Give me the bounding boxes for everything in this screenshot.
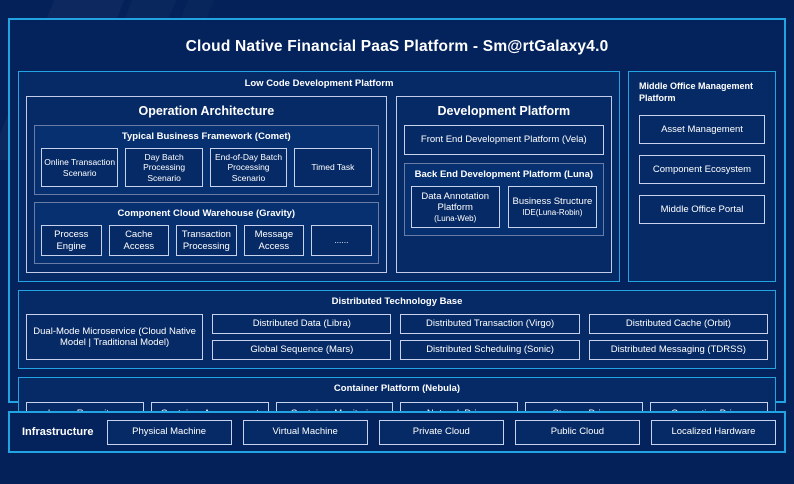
page-title: Cloud Native Financial PaaS Platform - S… — [185, 38, 609, 55]
infrastructure-item[interactable]: Virtual Machine — [242, 419, 368, 445]
back-end-item-name: Business Structure — [512, 196, 593, 208]
framework-item[interactable]: Day Batch Processing Scenario — [125, 148, 203, 188]
back-end-item-sub: IDE(Luna-Robin) — [522, 207, 583, 217]
component-warehouse-items: Process Engine Cache Access Transaction … — [41, 225, 372, 257]
distributed-services-grid: Distributed Data (Libra) Distributed Tra… — [212, 314, 769, 361]
distributed-technology-base-panel: Distributed Technology Base Dual-Mode Mi… — [18, 290, 776, 370]
business-framework-items: Online Transaction Scenario Day Batch Pr… — [41, 148, 372, 188]
back-end-item[interactable]: Business Structure IDE(Luna-Robin) — [507, 186, 597, 228]
typical-business-framework-panel: Typical Business Framework (Comet) Onlin… — [34, 125, 379, 196]
infrastructure-item[interactable]: Physical Machine — [106, 419, 232, 445]
back-end-items: Data Annotation Platform (Luna-Web) Busi… — [410, 186, 597, 228]
distributed-service-item[interactable]: Global Sequence (Mars) — [212, 340, 392, 361]
diagram-body: Low Code Development Platform Operation … — [10, 71, 784, 442]
platform-diagram-frame: Cloud Native Financial PaaS Platform - S… — [8, 18, 786, 435]
component-item[interactable]: Process Engine — [41, 225, 102, 257]
middle-office-title: Middle Office Management Platform — [639, 81, 754, 104]
distributed-service-item[interactable]: Distributed Messaging (TDRSS) — [588, 340, 769, 361]
dual-mode-microservice-box[interactable]: Dual-Mode Microservice (Cloud Native Mod… — [26, 314, 204, 361]
infrastructure-item[interactable]: Private Cloud — [378, 419, 504, 445]
development-platform-title: Development Platform — [437, 104, 571, 118]
low-code-columns: Operation Architecture Typical Business … — [26, 96, 612, 274]
container-platform-title: Container Platform (Nebula) — [333, 383, 461, 395]
distributed-service-item[interactable]: Distributed Transaction (Virgo) — [400, 314, 580, 335]
infrastructure-item[interactable]: Public Cloud — [514, 419, 640, 445]
distributed-service-item[interactable]: Distributed Data (Libra) — [212, 314, 392, 335]
middle-office-item[interactable]: Asset Management — [639, 115, 765, 145]
component-cloud-warehouse-title: Component Cloud Warehouse (Gravity) — [117, 208, 296, 220]
back-end-development-platform-title: Back End Development Platform (Luna) — [414, 169, 594, 180]
back-end-item[interactable]: Data Annotation Platform (Luna-Web) — [410, 186, 500, 228]
back-end-development-platform-panel: Back End Development Platform (Luna) Dat… — [403, 163, 604, 236]
middle-office-management-platform-panel: Middle Office Management Platform Asset … — [628, 71, 776, 283]
infrastructure-items: Physical Machine Virtual Machine Private… — [106, 419, 776, 445]
framework-item[interactable]: Online Transaction Scenario — [41, 148, 119, 188]
distributed-technology-base-title: Distributed Technology Base — [331, 296, 463, 308]
component-item[interactable]: Cache Access — [108, 225, 170, 257]
infrastructure-label: Infrastructure — [22, 426, 94, 438]
component-item-more[interactable]: ...... — [311, 225, 372, 257]
distributed-services-row: Distributed Data (Libra) Distributed Tra… — [212, 314, 769, 335]
infrastructure-panel: Infrastructure Physical Machine Virtual … — [8, 411, 786, 453]
component-cloud-warehouse-panel: Component Cloud Warehouse (Gravity) Proc… — [34, 202, 379, 265]
low-code-development-platform-panel: Low Code Development Platform Operation … — [18, 71, 620, 283]
framework-item[interactable]: Timed Task — [294, 148, 372, 188]
infrastructure-item[interactable]: Localized Hardware — [650, 419, 776, 445]
front-end-development-platform[interactable]: Front End Development Platform (Vela) — [403, 125, 604, 155]
component-item[interactable]: Transaction Processing — [176, 225, 237, 257]
low-code-platform-title: Low Code Development Platform — [244, 78, 394, 89]
distributed-service-item[interactable]: Distributed Scheduling (Sonic) — [400, 340, 580, 361]
development-platform-panel: Development Platform Front End Developme… — [395, 96, 612, 274]
back-end-item-name: Data Annotation Platform — [421, 190, 490, 214]
middle-office-item[interactable]: Middle Office Portal — [639, 195, 765, 225]
distributed-services-row: Global Sequence (Mars) Distributed Sched… — [212, 340, 769, 361]
dual-mode-microservice-wrapper: Dual-Mode Microservice (Cloud Native Mod… — [26, 314, 204, 361]
distributed-service-item[interactable]: Distributed Cache (Orbit) — [588, 314, 769, 335]
operation-architecture-panel: Operation Architecture Typical Business … — [26, 96, 387, 274]
top-region: Low Code Development Platform Operation … — [18, 71, 776, 283]
framework-item[interactable]: End-of-Day Batch Processing Scenario — [209, 148, 288, 188]
distributed-technology-base-body: Dual-Mode Microservice (Cloud Native Mod… — [26, 314, 769, 361]
operation-architecture-title: Operation Architecture — [138, 104, 275, 118]
typical-business-framework-title: Typical Business Framework (Comet) — [121, 131, 291, 142]
component-item[interactable]: Message Access — [243, 225, 305, 257]
back-end-item-sub: (Luna-Web) — [434, 213, 477, 223]
middle-office-item[interactable]: Component Ecosystem — [639, 155, 765, 185]
